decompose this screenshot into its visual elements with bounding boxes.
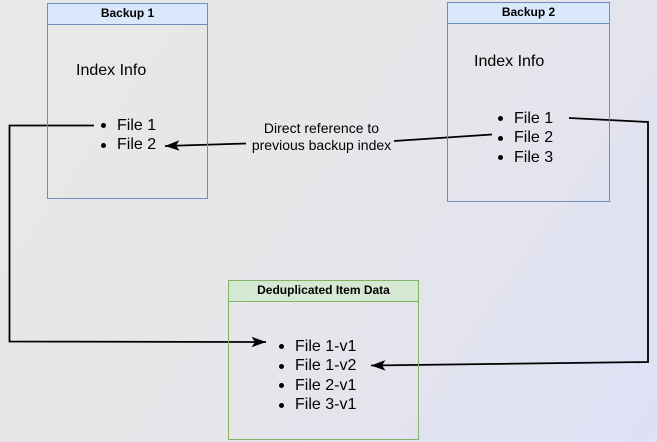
backup2-subtitle: Index Info (474, 53, 545, 70)
file-item: File 3-v1 (279, 396, 356, 416)
file-label: File 2 (117, 136, 157, 154)
file-item: File 3 (498, 148, 553, 168)
backup1-file-list: File 1 File 2 (101, 116, 156, 155)
bullet-icon (101, 142, 106, 148)
edge-label-direct-reference: Direct reference to previous backup inde… (229, 120, 414, 154)
file-item: File 1 (498, 109, 553, 129)
file-label: File 1 (117, 116, 157, 134)
bullet-icon (279, 363, 284, 369)
file-item: File 1 (101, 116, 156, 136)
backup1-node: Backup 1 Index Info File 1 File 2 (47, 3, 208, 199)
file-label: File 3-v1 (295, 396, 357, 414)
file-item: File 2 (101, 136, 156, 156)
backup1-title: Backup 1 (48, 4, 207, 25)
edge-label-line1: Direct reference to (263, 120, 380, 136)
file-label: File 2-v1 (295, 376, 357, 394)
bullet-icon (101, 123, 106, 129)
bullet-icon (279, 344, 284, 350)
file-label: File 2 (514, 129, 554, 147)
bullet-icon (498, 116, 503, 122)
bullet-icon (498, 155, 503, 161)
backup2-title: Backup 2 (448, 3, 609, 24)
dedup-title: Deduplicated Item Data (229, 281, 418, 302)
bullet-icon (279, 402, 284, 408)
edge-label-line2: previous backup index (251, 137, 392, 153)
file-item: File 1-v2 (279, 357, 356, 377)
file-item: File 1-v1 (279, 337, 356, 357)
bullet-icon (498, 135, 503, 141)
backup1-subtitle: Index Info (76, 62, 147, 79)
file-label: File 1-v2 (295, 357, 357, 375)
file-label: File 3 (514, 148, 554, 166)
file-item: File 2 (498, 129, 553, 149)
file-label: File 1-v1 (295, 337, 357, 355)
bullet-icon (279, 383, 284, 389)
file-label: File 1 (514, 109, 554, 127)
file-item: File 2-v1 (279, 376, 356, 396)
